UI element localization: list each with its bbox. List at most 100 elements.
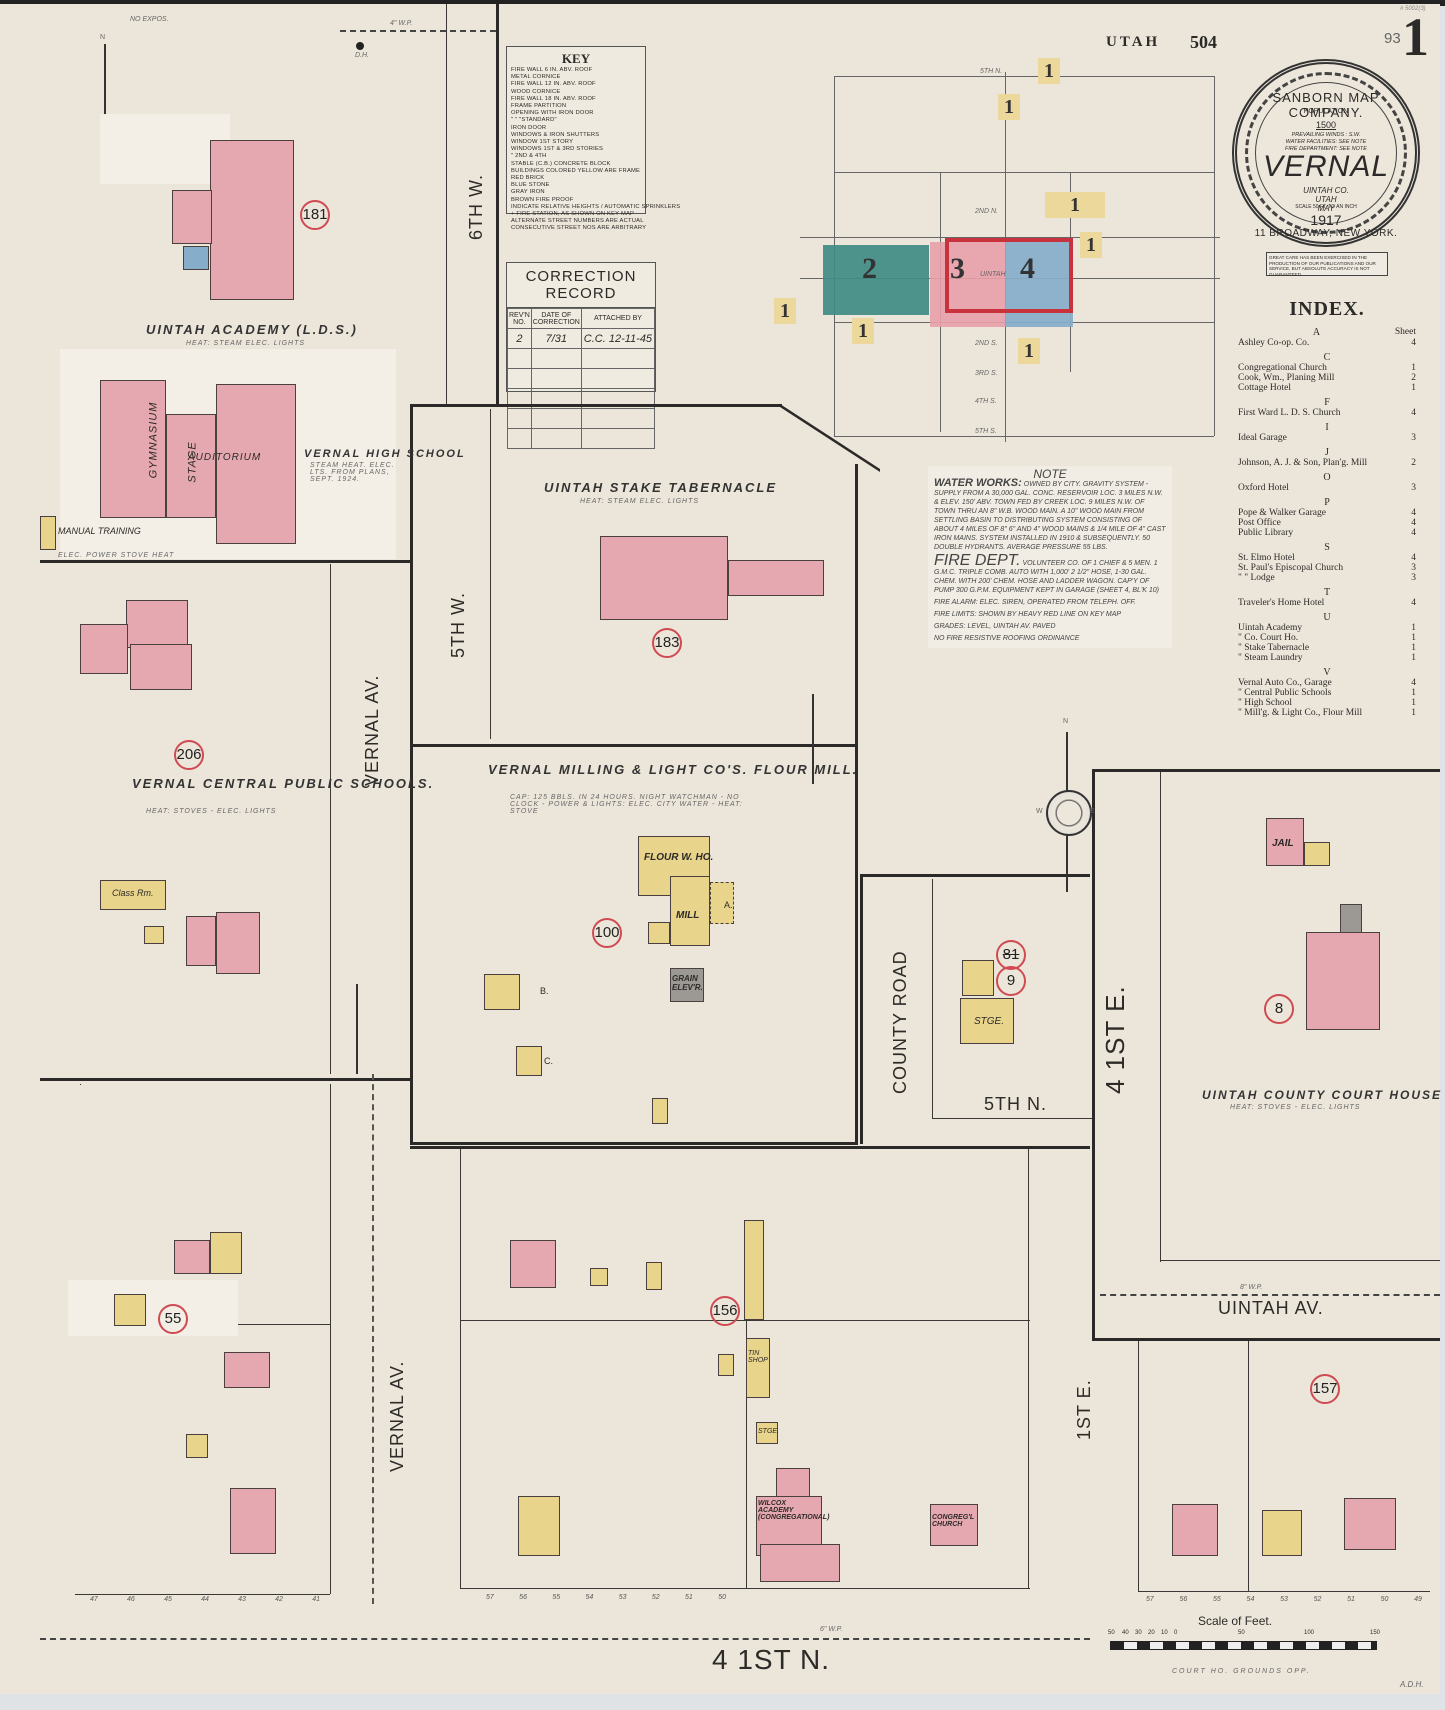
building-brick[interactable] [776,1468,810,1498]
building-dwelling[interactable] [224,1352,270,1388]
key-line: CONSECUTIVE STREET NOS ARE ARBITRARY [511,225,647,232]
building-brick[interactable] [174,1240,210,1274]
building-mill[interactable] [670,876,710,946]
index-entry-sheet: 1 [1411,383,1416,393]
building-tabernacle-annex[interactable] [728,560,824,596]
building-tabernacle[interactable] [600,536,728,620]
north-arrow-icon [356,984,358,1074]
building-stone[interactable] [183,246,209,270]
building-dwelling[interactable] [1172,1504,1218,1556]
building-brick[interactable] [210,140,294,300]
building-frame[interactable] [590,1268,608,1286]
building-d[interactable] [652,1098,668,1124]
building-frame[interactable] [744,1220,764,1320]
building-tin-shop[interactable] [746,1338,770,1398]
building-frame[interactable] [648,922,670,944]
street-edge [40,560,410,563]
key-line: " 2ND & 4TH [511,153,547,160]
building-storage[interactable] [756,1422,778,1444]
building-frame[interactable] [144,926,164,944]
building-frame[interactable] [1304,842,1330,866]
street-edge [410,404,413,1144]
keymap-sheet-1-marker[interactable]: 1 [1038,58,1060,84]
keymap-sheet-1-marker[interactable]: 1 [1080,232,1102,258]
keymap-section-2[interactable] [823,245,929,315]
keymap-street-3rd-s: 3RD S. [975,370,998,377]
keymap-sheet-1-marker[interactable]: 1 [852,318,874,344]
street-edge [860,874,1090,877]
building-storage[interactable] [960,998,1014,1044]
building-brick[interactable] [80,624,128,674]
building-wilcox-academy-wing[interactable] [760,1544,840,1582]
building-frame[interactable] [210,1232,242,1274]
building-auditorium[interactable] [216,384,296,544]
building-dwelling[interactable] [1344,1498,1396,1550]
building-brick[interactable] [186,916,216,966]
key-line: INDICATE RELATIVE HEIGHTS / AUTOMATIC SP… [511,203,681,210]
building-dwelling[interactable] [230,1488,276,1554]
building-iron[interactable] [1340,904,1362,934]
building-frame[interactable] [186,1434,208,1458]
building-grain-elevator[interactable] [670,968,704,1002]
keymap-sheet-1-marker[interactable]: 1 [1018,338,1040,364]
congregational-church-label: CONGREG'L CHURCH [932,1514,974,1528]
water-pipe-label: 4" W.P. [390,20,413,27]
building-court-house[interactable] [1306,932,1380,1030]
building-frame[interactable] [646,1262,662,1290]
key-line: FIRE WALL 18 IN. ABV. ROOF [511,95,596,102]
keymap-sheet-1-marker[interactable]: 1 [998,94,1020,120]
building-frame[interactable] [40,516,56,550]
building-a-label: A. [724,900,733,910]
seal-year: 1917 [1310,212,1342,228]
building-frame[interactable] [114,1294,146,1326]
uintah-academy-details: HEAT: STEAM ELEC. LIGHTS [186,340,306,347]
building-brick[interactable] [130,644,192,690]
key-line: METAL CORNICE [511,74,561,81]
building-frame[interactable] [718,1354,734,1376]
index-entry[interactable]: " Co. Court Ho.1 [1238,633,1416,643]
building-brick[interactable] [216,912,260,974]
lot-line [490,409,491,739]
building-brick[interactable] [172,190,212,244]
building-brick[interactable] [126,600,188,648]
index-entry[interactable]: Ashley Co-op. Co.4 [1238,338,1416,348]
building-dwelling[interactable] [1262,1510,1302,1556]
building-gymnasium[interactable] [100,380,166,518]
building-dwelling[interactable] [518,1496,560,1556]
building-dwelling[interactable] [962,960,994,996]
keymap-sheet-1-marker[interactable]: 1 [1045,192,1105,218]
building-jail[interactable] [1266,818,1304,866]
building-b[interactable] [484,974,520,1010]
block-number-181: 181 [300,200,330,230]
building-a[interactable] [710,882,734,924]
keymap-sheet-1-marker[interactable]: 1 [774,298,796,324]
building-c[interactable] [516,1046,542,1076]
building-congregational-church[interactable] [930,1504,978,1546]
index-entry-sheet: 4 [1411,508,1416,518]
building-class-room[interactable] [100,880,166,910]
building-dwelling[interactable] [510,1240,556,1288]
index-entry-sheet: 1 [1411,653,1416,663]
building-stage[interactable] [166,414,216,518]
